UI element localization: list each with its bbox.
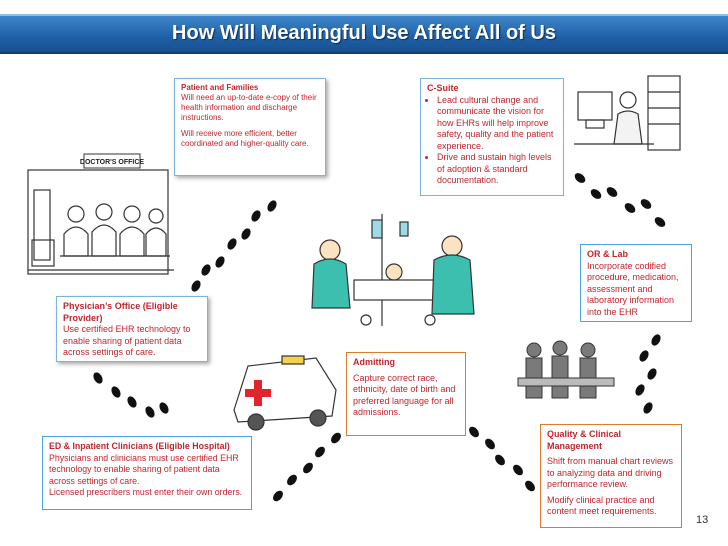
physician-office-heading: Physician’s Office (Eligible Provider): [63, 301, 178, 323]
patients-families-text-2: Will receive more efficient, better coor…: [181, 129, 309, 148]
ed-inpatient-text-1: Physicians and clinicians must use certi…: [49, 452, 239, 486]
doctors-office-sign: DOCTOR'S OFFICE: [80, 159, 144, 166]
physician-office-box: Physician’s Office (Eligible Provider) U…: [56, 296, 208, 362]
ed-inpatient-text-2: Licensed prescribers must enter their ow…: [49, 487, 243, 497]
physician-office-text: Use certified EHR technology to enable s…: [63, 324, 191, 357]
patients-families-heading: Patient and Families: [181, 83, 259, 92]
page-number: 13: [696, 514, 709, 526]
ed-inpatient-box: ED & Inpatient Clinicians (Eligible Hosp…: [42, 436, 252, 510]
page-title: How Will Meaningful Use Affect All of Us: [172, 22, 556, 44]
hospital-bed-illustration: [311, 214, 475, 326]
admitting-box: Admitting Capture correct race, ethnicit…: [346, 352, 466, 436]
quality-clinical-heading: Quality & Clinical Management: [547, 429, 622, 451]
ed-inpatient-heading: ED & Inpatient Clinicians (Eligible Hosp…: [49, 441, 230, 451]
csuite-heading: C-Suite: [427, 83, 459, 93]
csuite-box: C-Suite Lead cultural change and communi…: [420, 78, 564, 196]
patients-families-box: Patient and Families Will need an up-to-…: [174, 78, 326, 176]
quality-clinical-text-2: Modify clinical practice and content mee…: [547, 494, 657, 517]
quality-clinical-text-1: Shift from manual chart reviews to analy…: [547, 456, 674, 489]
or-lab-text: Incorporate codified procedure, medicati…: [587, 260, 679, 317]
doctors-office-illustration: DOCTOR'S OFFICE: [27, 153, 174, 275]
admitting-text: Capture correct race, ethnicity, date of…: [353, 372, 456, 418]
title-bar: How Will Meaningful Use Affect All of Us: [0, 14, 728, 54]
patients-families-text-1: Will need an up-to-date e-copy of their …: [181, 93, 317, 122]
quality-clinical-box: Quality & Clinical Management Shift from…: [540, 424, 682, 528]
admitting-heading: Admitting: [353, 357, 395, 367]
or-lab-heading: OR & Lab: [587, 249, 629, 259]
csuite-bullet-2: Drive and sustain high levels of adoptio…: [437, 152, 557, 187]
ambulance-illustration: [233, 355, 337, 431]
surgeons-illustration: [517, 340, 615, 399]
csuite-list: Lead cultural change and communicate the…: [427, 95, 557, 187]
or-lab-box: OR & Lab Incorporate codified procedure,…: [580, 244, 692, 322]
csuite-bullet-1: Lead cultural change and communicate the…: [437, 95, 557, 153]
executive-illustration: [574, 75, 681, 151]
